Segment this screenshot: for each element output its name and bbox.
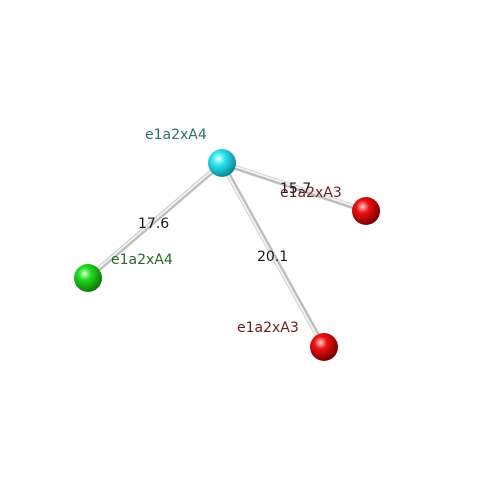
atom-left-green [74, 264, 102, 292]
bond-center-right-highlight [221, 161, 367, 211]
bond-center-bottom-highlight [220, 162, 324, 348]
bond-center-left-highlight [87, 161, 223, 278]
atom-center-cyan [208, 149, 236, 177]
atom-bottom-red [310, 333, 338, 361]
bonds [85, 160, 369, 350]
label-left: e1a2xA4 [111, 252, 173, 268]
distance-labels: 17.6 15.7 20.1 [138, 181, 311, 265]
atom-right-red [352, 197, 380, 225]
distance-center-right: 15.7 [280, 181, 311, 197]
distance-center-bottom: 20.1 [257, 249, 288, 265]
atoms [74, 149, 380, 361]
node-labels: e1a2xA4 e1a2xA4 e1a2xA3 e1a2xA3 [111, 127, 342, 336]
label-bottom: e1a2xA3 [237, 320, 299, 336]
label-center: e1a2xA4 [145, 127, 207, 143]
distance-center-left: 17.6 [138, 216, 169, 232]
label-right: e1a2xA3 [280, 185, 342, 201]
